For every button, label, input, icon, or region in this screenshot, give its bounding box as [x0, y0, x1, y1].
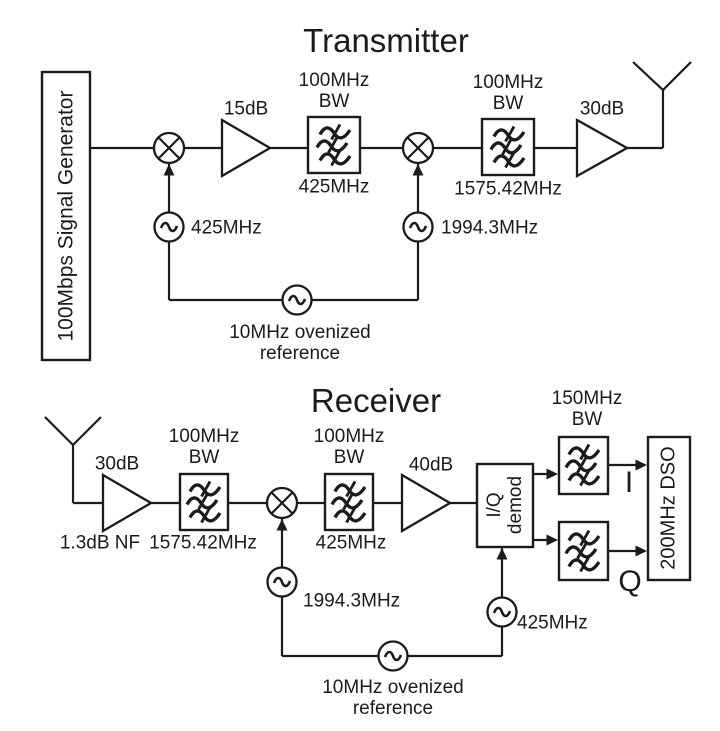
bandpass-filter-icon: [306, 115, 362, 175]
tx-filter2-freq-label: 1575.42MHz: [454, 178, 562, 200]
mixer-icon: [152, 131, 186, 165]
tx-amp2-gain-label: 30dB: [579, 98, 625, 120]
rx-reference-label: 10MHz ovenized reference: [322, 677, 464, 719]
q-output-label: Q: [618, 565, 642, 598]
rx-lna-noise-figure-label: 1.3dB NF: [59, 532, 141, 554]
antenna-icon: [632, 61, 692, 148]
arrow-icon: [496, 548, 508, 560]
oscillator-icon: [153, 211, 185, 243]
arrow-icon: [635, 459, 647, 471]
bandpass-filter-icon: [557, 435, 610, 496]
rx-lna-gain-label: 30dB: [94, 453, 140, 475]
iq-demod-box: [475, 462, 535, 549]
tx-lo1-freq-label: 425MHz: [191, 217, 262, 239]
mixer-icon: [401, 131, 435, 165]
rx-filter2-freq-label: 425MHz: [315, 532, 387, 554]
signal-generator-box: [40, 70, 92, 362]
arrow-icon: [163, 164, 175, 176]
iq-demod-label: I/Q demod: [484, 475, 526, 535]
oscillator-icon: [266, 566, 298, 598]
tx-lo2-freq-label: 1994.3MHz: [441, 217, 539, 239]
reference-oscillator-icon: [281, 284, 313, 316]
amplifier-icon: [220, 117, 273, 179]
bandpass-filter-icon: [480, 117, 536, 177]
bandpass-filter-icon: [323, 472, 375, 532]
arrow-icon: [635, 545, 647, 557]
oscillator-icon: [402, 211, 434, 243]
receiver-title: Receiver: [310, 382, 442, 419]
arrow-icon: [546, 468, 558, 480]
rx-lo1-freq-label: 1994.3MHz: [303, 590, 401, 612]
i-output-label: I: [624, 466, 634, 499]
bandpass-filter-icon: [178, 472, 230, 532]
transmitter-title: Transmitter: [303, 22, 469, 59]
arrow-icon: [276, 519, 288, 531]
arrow-icon: [546, 534, 558, 546]
tx-amp1-gain-label: 15dB: [223, 98, 269, 120]
amplifier-icon: [101, 472, 154, 534]
tx-filter1-freq-label: 425MHz: [298, 176, 370, 198]
dso-box: [646, 435, 692, 582]
rx-filter2-bandwidth-label: 100MHz BW: [313, 426, 385, 468]
rx-filter1-freq-label: 1575.42MHz: [149, 532, 257, 554]
rx-filter1-bandwidth-label: 100MHz BW: [168, 426, 240, 468]
oscillator-icon: [486, 596, 518, 628]
reference-oscillator-icon: [377, 640, 409, 672]
bandpass-filter-icon: [557, 520, 610, 582]
mixer-icon: [265, 486, 299, 520]
rx-amp2-gain-label: 40dB: [408, 454, 454, 476]
amplifier-icon: [575, 118, 630, 178]
arrow-icon: [412, 164, 424, 176]
dso-label: 200MHz DSO: [657, 446, 680, 570]
tx-filter1-bandwidth-label: 100MHz BW: [298, 70, 370, 112]
rx-output-filter-bandwidth-label: 150MHz BW: [551, 388, 623, 430]
tx-filter2-bandwidth-label: 100MHz BW: [472, 72, 544, 114]
antenna-icon: [44, 416, 102, 503]
signal-generator-label: 100Mbps Signal Generator: [54, 90, 78, 342]
amplifier-icon: [400, 472, 453, 534]
tx-reference-label: 10MHz ovenized reference: [229, 322, 371, 364]
rx-iq-lo-freq-label: 425MHz: [517, 612, 588, 634]
